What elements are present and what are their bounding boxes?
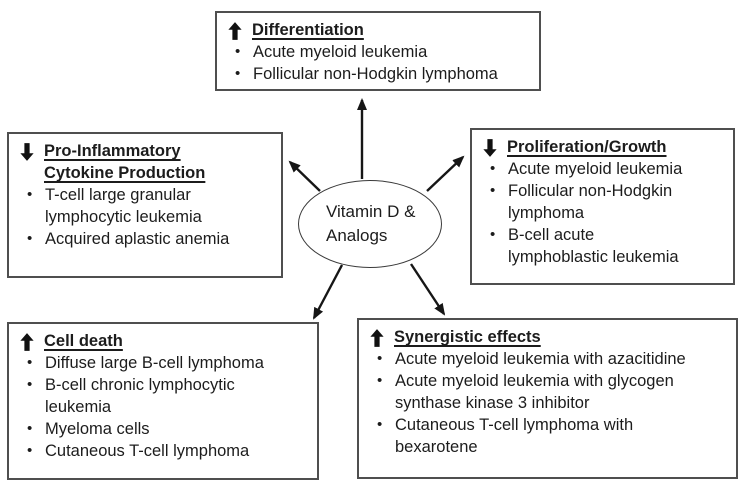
box-cytokine-production: Pro-Inflammatory Cytokine Production T-c… bbox=[7, 132, 283, 278]
box-title-row: Pro-Inflammatory Cytokine Production bbox=[20, 140, 273, 184]
up-arrow-icon bbox=[228, 19, 252, 40]
list-item: Acute myeloid leukemia with glycogen syn… bbox=[370, 370, 728, 414]
up-arrow-icon bbox=[20, 330, 44, 351]
list-item: Follicular non-Hodgkin lymphoma bbox=[228, 63, 531, 85]
box-synergistic-effects: Synergistic effects Acute myeloid leukem… bbox=[357, 318, 738, 479]
list-item: Acute myeloid leukemia bbox=[228, 41, 531, 63]
box-differentiation: Differentiation Acute myeloid leukemia F… bbox=[215, 11, 541, 91]
list-item: Diffuse large B-cell lymphoma bbox=[20, 352, 309, 374]
arrow-to-synergistic bbox=[409, 263, 446, 316]
bullet-list: Diffuse large B-cell lymphoma B-cell chr… bbox=[20, 352, 309, 462]
list-item: Acute myeloid leukemia bbox=[483, 158, 725, 180]
arrow-to-cell-death bbox=[312, 264, 344, 320]
list-item: B-cell acute lymphoblastic leukemia bbox=[483, 224, 725, 268]
box-title-row: Proliferation/Growth bbox=[483, 136, 725, 158]
box-title: Cell death bbox=[44, 332, 123, 350]
box-cell-death: Cell death Diffuse large B-cell lymphoma… bbox=[7, 322, 319, 480]
box-title-row: Differentiation bbox=[228, 19, 531, 41]
center-node-vitamin-d: Vitamin D & Analogs bbox=[298, 180, 442, 268]
box-title-row: Cell death bbox=[20, 330, 309, 352]
box-title-row: Synergistic effects bbox=[370, 326, 728, 348]
box-proliferation-growth: Proliferation/Growth Acute myeloid leuke… bbox=[470, 128, 735, 285]
list-item: Cutaneous T-cell lymphoma bbox=[20, 440, 309, 462]
arrow-to-cytokine bbox=[288, 160, 321, 192]
arrow-to-proliferation bbox=[426, 155, 465, 192]
list-item: Myeloma cells bbox=[20, 418, 309, 440]
box-title: Proliferation/Growth bbox=[507, 138, 667, 156]
list-item: Cutaneous T-cell lymphoma with bexaroten… bbox=[370, 414, 728, 458]
bullet-list: Acute myeloid leukemia Follicular non-Ho… bbox=[228, 41, 531, 85]
box-title: Synergistic effects bbox=[394, 328, 541, 346]
list-item: T-cell large granular lymphocytic leukem… bbox=[20, 184, 273, 228]
down-arrow-icon bbox=[483, 136, 507, 157]
bullet-list: T-cell large granular lymphocytic leukem… bbox=[20, 184, 273, 250]
bullet-list: Acute myeloid leukemia with azacitidine … bbox=[370, 348, 728, 458]
center-node-label: Vitamin D & Analogs bbox=[326, 202, 416, 245]
list-item: Acute myeloid leukemia with azacitidine bbox=[370, 348, 728, 370]
box-title: Pro-Inflammatory Cytokine Production bbox=[44, 142, 206, 182]
list-item: Acquired aplastic anemia bbox=[20, 228, 273, 250]
list-item: Follicular non-Hodgkin lymphoma bbox=[483, 180, 725, 224]
up-arrow-icon bbox=[370, 326, 394, 347]
box-title: Differentiation bbox=[252, 21, 364, 39]
list-item: B-cell chronic lymphocytic leukemia bbox=[20, 374, 309, 418]
bullet-list: Acute myeloid leukemia Follicular non-Ho… bbox=[483, 158, 725, 268]
down-arrow-icon bbox=[20, 140, 44, 161]
